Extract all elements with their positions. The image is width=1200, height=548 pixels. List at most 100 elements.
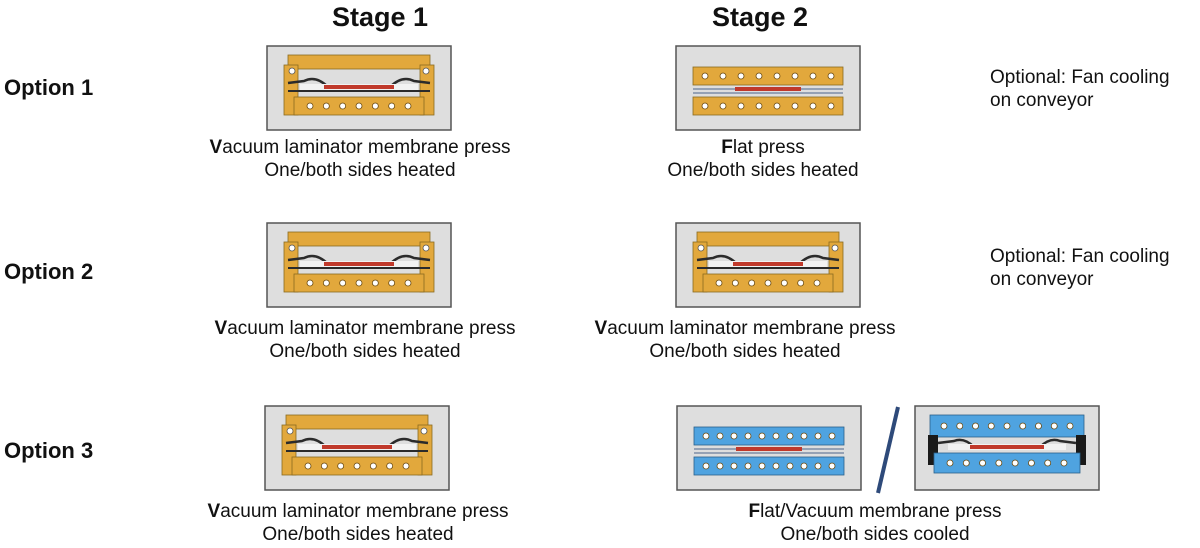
grip <box>697 244 705 252</box>
heating-channel <box>339 279 347 287</box>
channel <box>773 72 781 80</box>
cooling-channel <box>1035 422 1042 430</box>
caption-line2: One/both sides cooled <box>780 524 970 545</box>
stage-1-header: Stage 1 <box>331 2 429 32</box>
channel <box>755 72 763 80</box>
upper-plate <box>692 66 844 86</box>
channel <box>719 102 727 110</box>
right-clamp <box>1076 435 1086 465</box>
cooling-channel <box>972 422 979 430</box>
or-divider-slash <box>876 406 900 494</box>
caption-initial: F <box>748 501 761 522</box>
option-1-stage-2-flat-press-diagram <box>675 45 861 131</box>
press-frame <box>676 405 862 491</box>
channel <box>758 432 766 440</box>
laminate-stack <box>736 447 802 451</box>
caption-rest: acuum laminator membrane press <box>222 137 511 158</box>
channel <box>716 432 724 440</box>
option-3-stage-1-vacuum-press-diagram <box>264 405 450 491</box>
option-1-label: Option 1 <box>4 75 94 100</box>
caption-initial: V <box>207 501 221 522</box>
cooling-channel <box>1028 459 1035 467</box>
cooling-channel <box>1011 459 1019 467</box>
caption-initial: V <box>214 318 228 339</box>
heating-channel <box>731 279 739 287</box>
option-1-stage-1-caption: Vacuum laminator membrane press One/both… <box>150 136 570 182</box>
note-line2: on conveyor <box>990 269 1094 290</box>
channel <box>702 462 710 470</box>
channel <box>809 102 817 110</box>
cooling-channel <box>987 422 995 430</box>
channel <box>786 462 794 470</box>
heating-channel <box>355 279 363 287</box>
heating-channel <box>320 462 328 470</box>
option-2-note: Optional: Fan cooling on conveyor <box>990 245 1170 291</box>
caption-line2: One/both sides heated <box>649 341 841 362</box>
channel <box>786 432 794 440</box>
heating-channel <box>764 279 772 287</box>
channel <box>755 102 763 110</box>
caption-rest: acuum laminator membrane press <box>227 318 516 339</box>
channel <box>744 432 752 440</box>
channel <box>772 462 780 470</box>
lower-plate <box>692 96 844 116</box>
option-2-stage-1-caption: Vacuum laminator membrane press One/both… <box>155 317 575 363</box>
grip <box>286 427 294 435</box>
channel <box>773 102 781 110</box>
cooling-channel <box>1050 422 1058 430</box>
lower-cooling-plate <box>933 452 1081 474</box>
upper-plate <box>287 231 431 247</box>
channel <box>716 462 724 470</box>
option-2-stage-2-vacuum-press-diagram <box>675 222 861 308</box>
heating-channel <box>388 102 396 110</box>
note-line1: Optional: Fan cooling <box>990 246 1170 267</box>
laminate-stack <box>324 262 394 266</box>
grip <box>288 244 296 252</box>
channel <box>737 102 745 110</box>
cooling-channel <box>956 422 964 430</box>
heating-channel <box>337 462 345 470</box>
upper-plate <box>285 414 429 430</box>
heating-channel <box>404 279 412 287</box>
cooling-channel <box>979 459 986 467</box>
cooling-channel <box>946 459 954 467</box>
grip <box>422 244 430 252</box>
heating-channel <box>797 279 805 287</box>
channel <box>791 72 799 80</box>
upper-plate <box>696 231 840 247</box>
laminate-stack <box>322 445 392 449</box>
upper-plate <box>287 54 431 70</box>
option-2-stage-1-vacuum-press-diagram <box>266 222 452 308</box>
channel <box>828 432 836 440</box>
caption-rest: acuum laminator membrane press <box>220 501 509 522</box>
heating-channel <box>388 279 396 287</box>
option-2-stage-2-caption: Vacuum laminator membrane press One/both… <box>535 317 955 363</box>
heating-channel <box>306 102 314 110</box>
grip <box>288 67 296 75</box>
heating-channel <box>813 279 821 287</box>
cooling-channel <box>1066 422 1074 430</box>
heating-channel <box>402 462 410 470</box>
heating-channel <box>371 279 379 287</box>
channel <box>730 462 738 470</box>
option-3-stage-2-caption: Flat/Vacuum membrane press One/both side… <box>665 500 1085 546</box>
channel <box>730 432 738 440</box>
channel <box>814 432 822 440</box>
heating-channel <box>322 102 330 110</box>
left-clamp <box>928 435 938 465</box>
channel <box>827 72 835 80</box>
option-2-label: Option 2 <box>4 259 94 284</box>
cooling-channel <box>995 459 1003 467</box>
laminate-stack <box>735 87 801 91</box>
option-3-stage-2-vacuum-press-cooled-diagram <box>914 405 1100 491</box>
option-3-label: Option 3 <box>4 438 94 463</box>
option-1-note: Optional: Fan cooling on conveyor <box>990 66 1170 112</box>
heating-channel <box>306 279 314 287</box>
channel <box>701 102 709 110</box>
cooling-channel <box>1044 459 1052 467</box>
note-line1: Optional: Fan cooling <box>990 67 1170 88</box>
option-1-stage-1-vacuum-press-diagram <box>266 45 452 131</box>
heating-channel <box>355 102 363 110</box>
grip <box>422 67 430 75</box>
option-1-stage-2-caption: Flat press One/both sides heated <box>553 136 973 182</box>
